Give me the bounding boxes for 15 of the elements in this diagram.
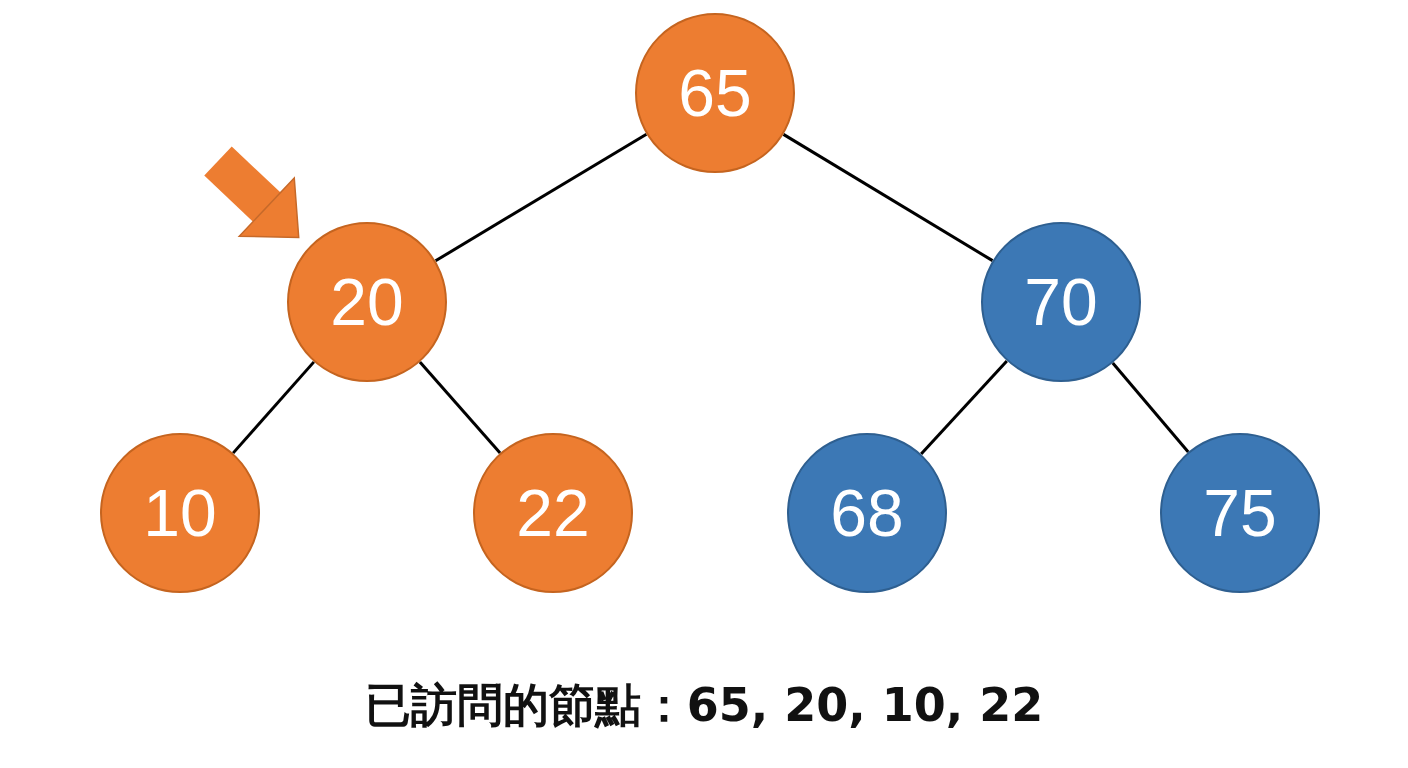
tree-edge-line [418, 361, 502, 454]
node-value: 22 [516, 480, 590, 546]
tree-edge-line [920, 359, 1008, 456]
tree-edge-line [434, 132, 648, 263]
pointer-arrow [204, 146, 300, 239]
node-value: 20 [330, 269, 404, 335]
tree-edge-line [782, 133, 994, 262]
node-value: 68 [830, 480, 904, 546]
node-value: 65 [678, 60, 752, 126]
tree-edge-line [1111, 362, 1190, 453]
node-value: 75 [1203, 480, 1277, 546]
node-value: 10 [143, 480, 217, 546]
caption-text: 已訪問的節點：65, 20, 10, 22 [364, 680, 1044, 731]
tree-edge-line [231, 360, 316, 455]
node-value: 70 [1024, 269, 1098, 335]
